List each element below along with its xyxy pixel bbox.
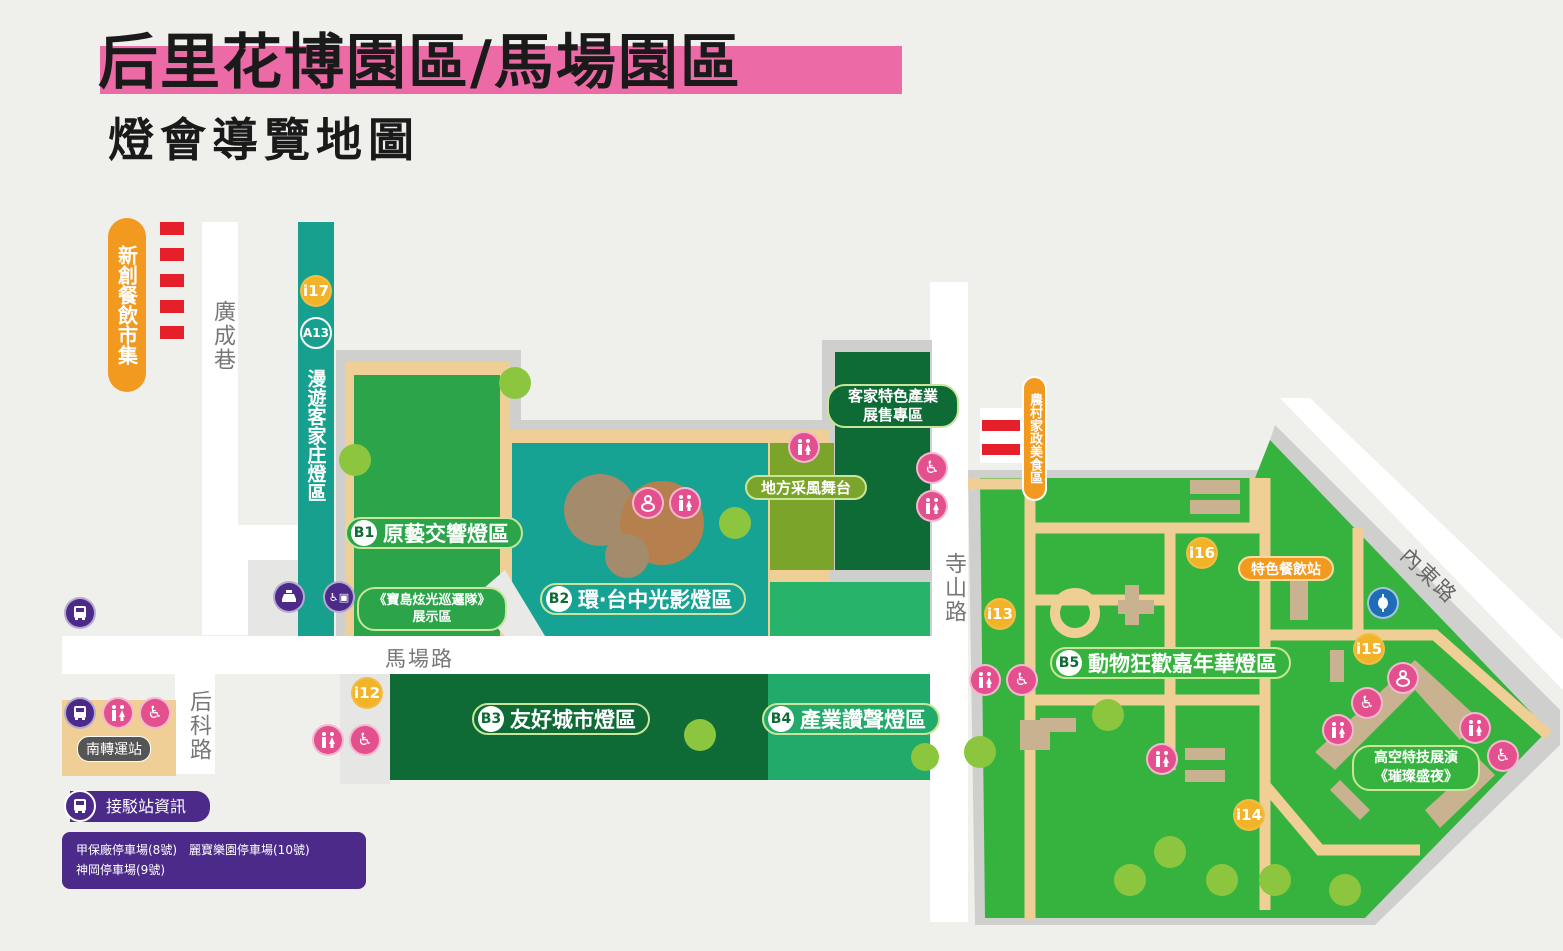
marker-a13[interactable]: A13 — [300, 317, 332, 349]
shuttle-info-line: 神岡停車場(9號) — [76, 863, 165, 877]
accessible-restroom-icon[interactable]: ♿ — [1487, 740, 1519, 772]
zone-badge: B2 — [546, 586, 572, 612]
zone-badge: B3 — [478, 706, 504, 732]
info-marker-i14[interactable]: i14 — [1233, 799, 1265, 831]
south-station-label[interactable]: 南轉運站 — [77, 736, 151, 762]
accessible-restroom-icon[interactable]: ♿ — [916, 452, 948, 484]
restroom-icon[interactable] — [788, 431, 820, 463]
label-line: 《璀璨盛夜》 — [1374, 769, 1458, 785]
stage-label[interactable]: 地方采風舞台 — [745, 475, 867, 500]
taxi-icon[interactable] — [273, 581, 305, 613]
page-title: 后里花博園區/馬場園區 — [98, 28, 742, 98]
restroom-icon[interactable] — [1322, 714, 1354, 746]
restroom-icon[interactable] — [969, 664, 1001, 696]
restroom-icon[interactable] — [1459, 712, 1491, 744]
restroom-icon[interactable] — [312, 724, 344, 756]
acrobat-show-label[interactable]: 高空特技展演《璀璨盛夜》 — [1352, 745, 1480, 791]
zone-badge: B1 — [351, 520, 377, 546]
label-line: 《寶島炫光巡邏隊》 — [373, 593, 491, 608]
road-sishan: 寺山路 — [941, 552, 966, 624]
road-guangcheng: 廣成巷 — [210, 300, 235, 372]
shuttle-bus-icon[interactable] — [64, 597, 96, 629]
lantern-icon[interactable] — [1367, 587, 1399, 619]
accessible-bus-icon[interactable]: ♿▣ — [323, 581, 355, 613]
info-marker-i13[interactable]: i13 — [984, 598, 1016, 630]
nursing-room-icon[interactable] — [1387, 662, 1419, 694]
title-highlight — [100, 46, 902, 94]
label-line: 客家特色產業 — [847, 387, 938, 405]
label-line: 展示區 — [412, 610, 452, 625]
zone-label: 原藝交響燈區 — [383, 522, 509, 546]
accessible-restroom-icon[interactable]: ♿ — [1006, 664, 1038, 696]
restroom-icon[interactable] — [669, 487, 701, 519]
page-subtitle: 燈會導覽地圖 — [108, 113, 420, 167]
accessible-restroom-icon[interactable]: ♿ — [349, 724, 381, 756]
restroom-icon[interactable] — [916, 490, 948, 522]
zone-label: 動物狂歡嘉年華燈區 — [1088, 652, 1277, 676]
restroom-icon[interactable] — [1146, 743, 1178, 775]
zone-label: 環‧台中光影燈區 — [578, 588, 733, 612]
restroom-icon[interactable] — [102, 697, 134, 729]
shuttle-bus-icon — [64, 790, 96, 822]
hakka-village-label[interactable]: 漫遊客家庄燈區 — [304, 368, 327, 502]
info-marker-i17[interactable]: i17 — [300, 275, 332, 307]
info-marker-i16[interactable]: i16 — [1186, 537, 1218, 569]
bus-icon[interactable] — [64, 697, 96, 729]
label-line: 展售專區 — [862, 406, 923, 424]
accessible-restroom-icon[interactable]: ♿ — [139, 697, 171, 729]
shuttle-info-box: 甲保廠停車場(8號) 麗寶樂園停車場(10號) 神岡停車場(9號) — [62, 832, 366, 889]
zone-label: 友好城市燈區 — [510, 708, 636, 732]
zone-badge: B5 — [1056, 650, 1082, 676]
accessible-restroom-icon[interactable]: ♿ — [1351, 687, 1383, 719]
patrol-exhibit-label[interactable]: 《寶島炫光巡邏隊》展示區 — [357, 587, 507, 631]
shuttle-info-line: 甲保廠停車場(8號) 麗寶樂園停車場(10號) — [76, 843, 310, 857]
zone-label: 產業讚聲燈區 — [800, 708, 926, 732]
road-houke: 后科路 — [186, 690, 211, 762]
farm-food-label[interactable]: 農村家政美食區 — [1022, 376, 1047, 501]
road-machang: 馬場路 — [385, 647, 454, 671]
market-label[interactable]: 新創餐飲市集 — [108, 218, 146, 392]
nursing-room-icon[interactable] — [632, 487, 664, 519]
food-station-label[interactable]: 特色餐飲站 — [1238, 556, 1334, 581]
zone-badge: B4 — [768, 706, 794, 732]
info-marker-i12[interactable]: i12 — [351, 677, 383, 709]
hakka-shop-label[interactable]: 客家特色產業展售專區 — [827, 384, 959, 428]
label-line: 高空特技展演 — [1374, 750, 1458, 766]
info-marker-i15[interactable]: i15 — [1353, 633, 1385, 665]
